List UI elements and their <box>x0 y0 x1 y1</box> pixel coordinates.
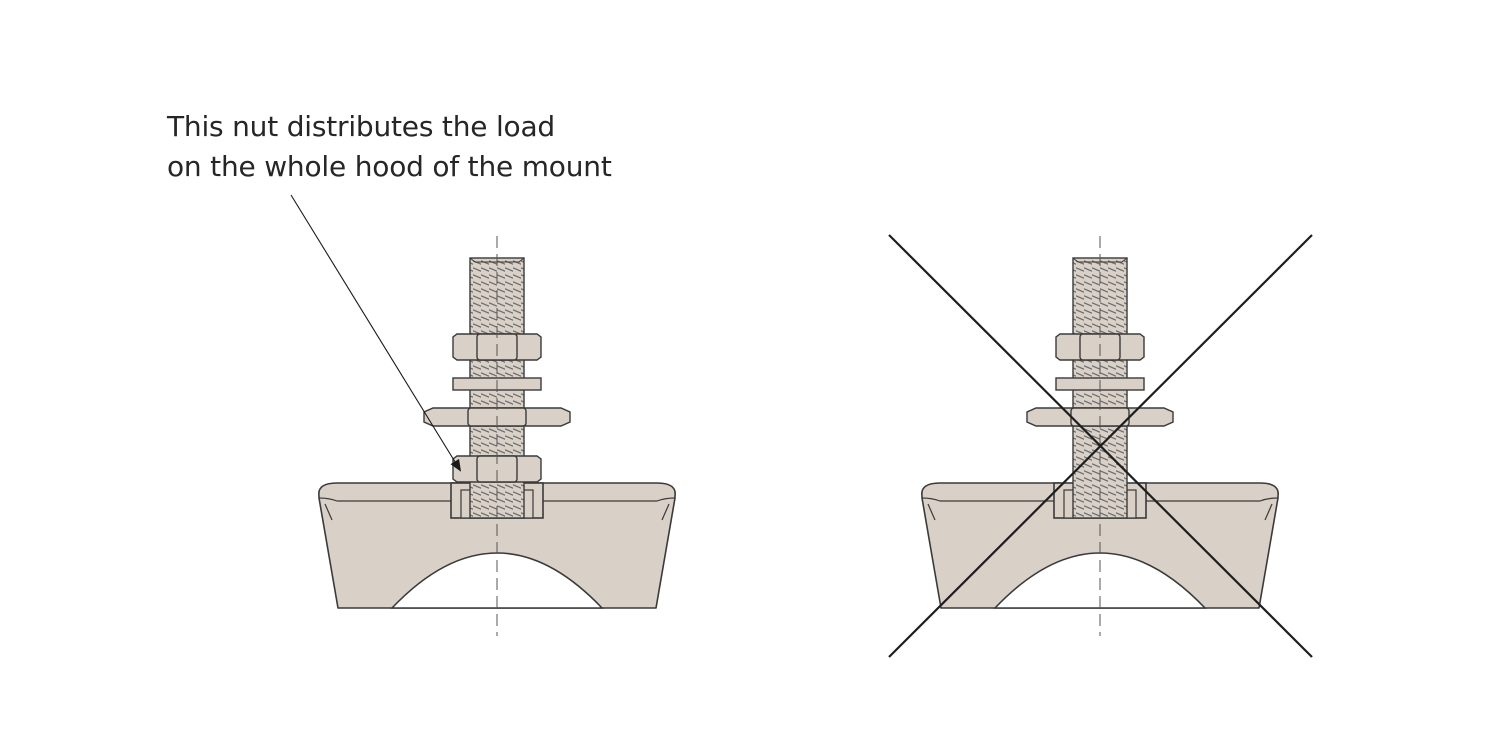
callout-leader-arrow <box>290 194 462 472</box>
cross-out-mark <box>888 234 1313 658</box>
callout-line-1: This nut distributes the load <box>167 110 556 143</box>
incorrect-mount-assembly <box>921 236 1279 636</box>
callout-line-2: on the whole hood of the mount <box>167 150 612 183</box>
correct-mount-assembly <box>318 235 676 637</box>
callout-label: This nut distributes the load on the who… <box>167 107 612 187</box>
